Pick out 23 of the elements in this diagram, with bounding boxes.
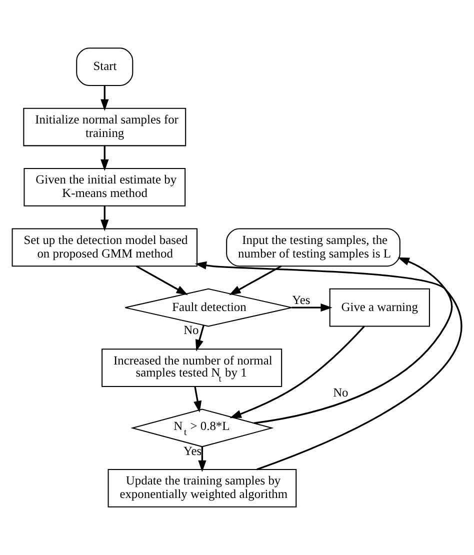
arrow (254, 257, 453, 424)
node-box: Input the testing samples, the number of testing samples is L (226, 228, 400, 267)
arrow (195, 325, 204, 352)
arrow (292, 304, 332, 312)
node-box: Start (76, 48, 134, 86)
edge-label: Yes (292, 293, 310, 308)
arrow (229, 265, 282, 296)
arrow (100, 206, 109, 232)
node-box: Set up the detection model based on proposed GMM method (12, 228, 198, 267)
arrow (100, 86, 109, 111)
node-box: Update the training samples by exponentially weighted algorithm (108, 468, 297, 508)
arrow (198, 446, 206, 472)
arrow (194, 386, 202, 413)
arrow (100, 146, 109, 172)
arrow (194, 261, 462, 470)
edge-label: No (333, 385, 348, 400)
node-box: Increased the number of normal samples tested N$_{t}$ by 1 (102, 348, 282, 387)
node-box: Give a warning (329, 288, 430, 327)
node-box: Given the initial estimate by K-means method (24, 168, 186, 206)
node-diamond: Fault detection (124, 288, 292, 327)
node-box: Initialize normal samples for training (23, 108, 186, 146)
arrow (136, 265, 188, 296)
arrow (230, 326, 365, 418)
